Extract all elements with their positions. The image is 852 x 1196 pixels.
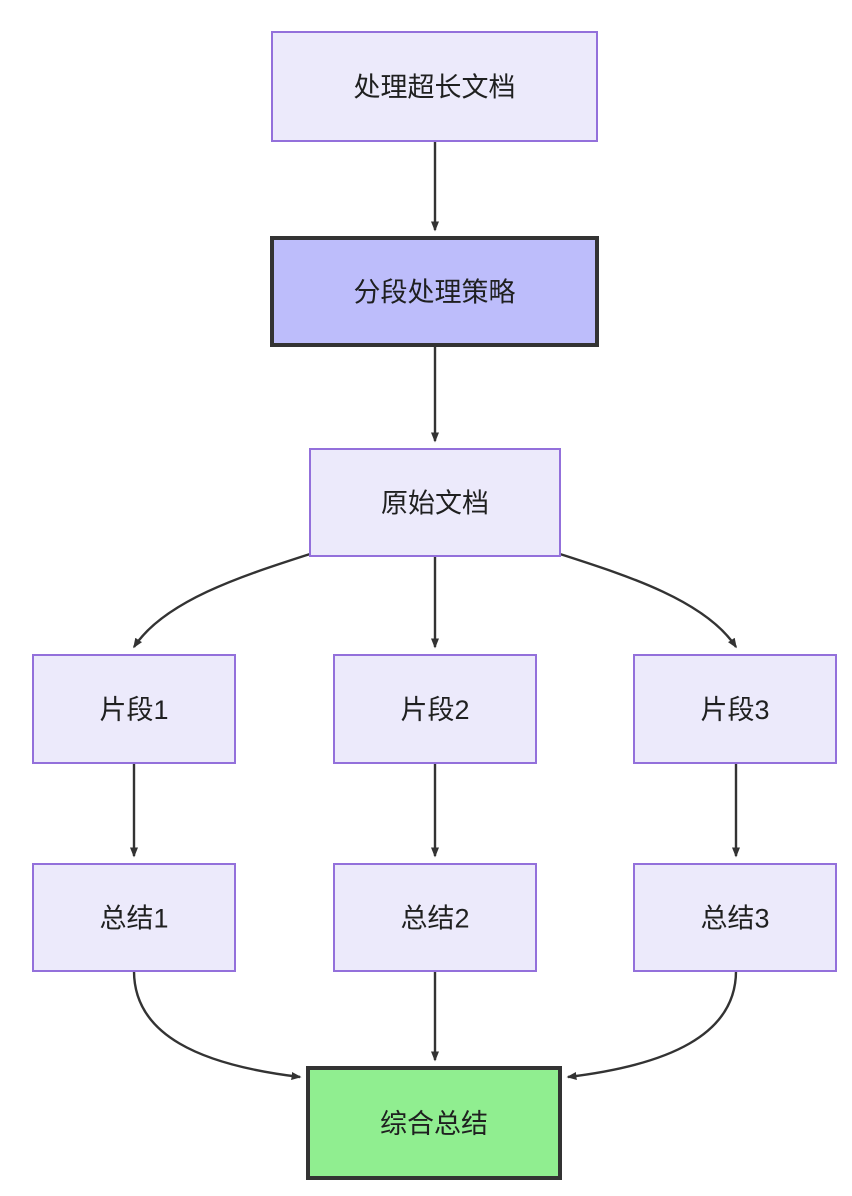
node-box-frag1[interactable] <box>32 654 236 764</box>
node-label-frag2: 片段2 <box>400 695 469 725</box>
edge-origin-to-frag1 <box>132 552 311 649</box>
node-label-frag3: 片段3 <box>700 695 769 725</box>
node-sum1[interactable]: 总结1 <box>32 863 236 972</box>
node-box-sum3[interactable] <box>633 863 837 972</box>
node-label-final: 综合总结 <box>380 1109 488 1139</box>
node-origin[interactable]: 原始文档 <box>309 448 561 557</box>
node-label-sum1: 总结1 <box>99 904 168 934</box>
edge-sum3-to-final <box>566 970 738 1080</box>
node-frag1[interactable]: 片段1 <box>32 654 236 764</box>
node-box-sum1[interactable] <box>32 863 236 972</box>
node-sum2[interactable]: 总结2 <box>333 863 537 972</box>
node-frag2[interactable]: 片段2 <box>333 654 537 764</box>
node-label-sum2: 总结2 <box>400 904 469 934</box>
node-final[interactable]: 综合总结 <box>306 1066 562 1180</box>
node-box-final[interactable] <box>306 1066 562 1180</box>
node-box-sum2[interactable] <box>333 863 537 972</box>
edge-origin-to-frag3 <box>559 552 738 649</box>
node-box-frag3[interactable] <box>633 654 837 764</box>
node-sum3[interactable]: 总结3 <box>633 863 837 972</box>
node-box-frag2[interactable] <box>333 654 537 764</box>
edge-sum1-to-final <box>132 970 302 1080</box>
node-label-frag1: 片段1 <box>99 695 168 725</box>
node-label-strategy: 分段处理策略 <box>354 278 516 308</box>
node-doc[interactable]: 处理超长文档 <box>271 31 598 142</box>
node-box-strategy[interactable] <box>270 236 599 347</box>
node-frag3[interactable]: 片段3 <box>633 654 837 764</box>
node-label-sum3: 总结3 <box>700 904 769 934</box>
node-label-doc: 处理超长文档 <box>354 73 516 103</box>
node-box-origin[interactable] <box>309 448 561 557</box>
node-strategy[interactable]: 分段处理策略 <box>270 236 599 347</box>
node-box-doc[interactable] <box>271 31 598 142</box>
node-label-origin: 原始文档 <box>381 489 489 519</box>
edges-layer <box>130 141 740 1080</box>
